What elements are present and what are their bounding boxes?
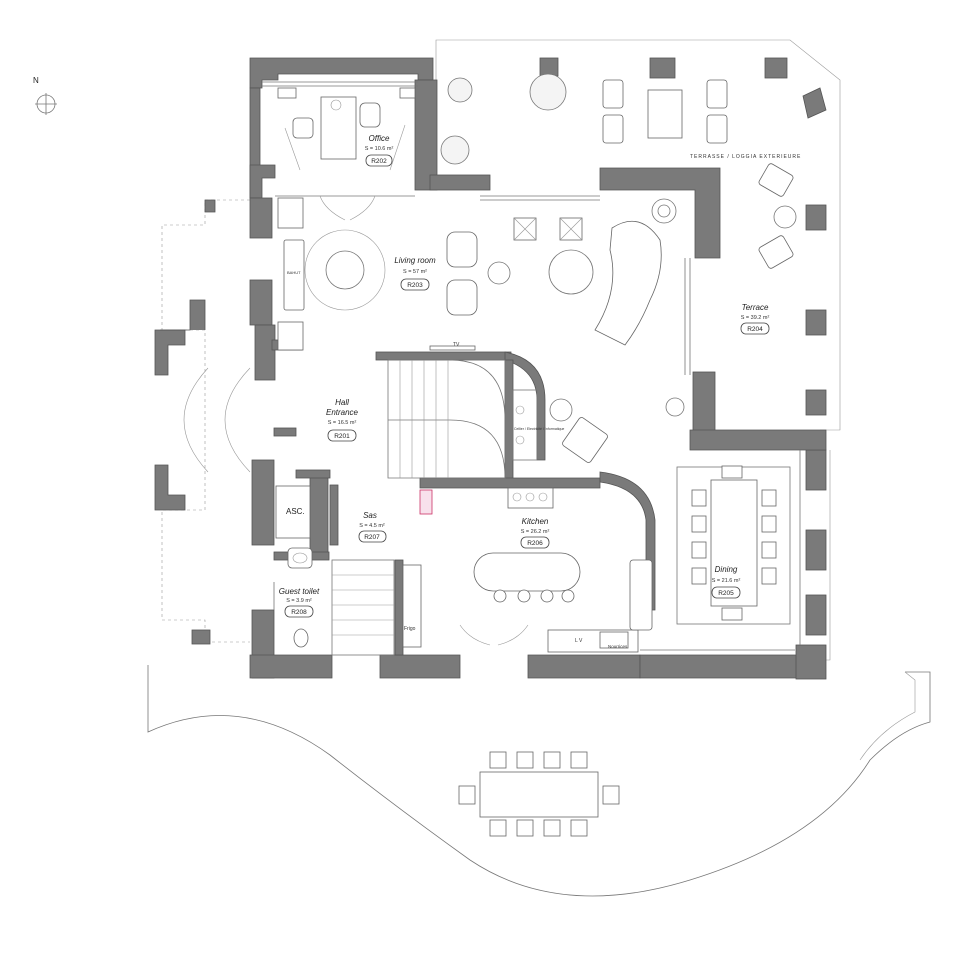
room-label-office: Office S = 10.6 m² R202	[365, 134, 394, 167]
living-furniture	[277, 197, 685, 417]
room-label-terrace: Terrace S = 39.2 m² R204	[740, 303, 770, 335]
cellier-closet: Cellier / Electricité / Informatique	[512, 389, 564, 461]
svg-text:Living room: Living room	[394, 256, 436, 265]
room-label-living: Living room S = 57 m² R203	[394, 256, 436, 291]
svg-text:S = 16.5 m²: S = 16.5 m²	[328, 420, 357, 426]
kitchen-furniture: L V Nourrices	[459, 487, 653, 653]
loggia-label: TERRASSE / LOGGIA EXTERIEURE	[690, 154, 801, 160]
svg-text:S = 3.9 m²: S = 3.9 m²	[286, 598, 312, 604]
nourrices-label: Nourrices	[608, 644, 628, 649]
svg-text:S = 39.2 m²: S = 39.2 m²	[741, 315, 770, 321]
svg-text:R202: R202	[371, 158, 387, 165]
frigo-label: Frigo	[404, 626, 416, 632]
elevator-label: ASC.	[286, 507, 305, 516]
loggia-furniture	[440, 73, 797, 269]
svg-text:R208: R208	[291, 609, 307, 616]
svg-text:S = 4.5 m²: S = 4.5 m²	[359, 523, 385, 529]
garden-terrace-outline	[147, 665, 931, 897]
svg-text:R206: R206	[527, 540, 543, 547]
svg-text:S = 26.2 m²: S = 26.2 m²	[521, 529, 550, 535]
room-label-sas: Sas S = 4.5 m² R207	[358, 511, 387, 543]
svg-text:Kitchen: Kitchen	[522, 517, 549, 526]
bahut-label: BAHUT	[287, 270, 301, 275]
svg-text:R207: R207	[364, 534, 380, 541]
elevator: ASC.	[275, 485, 311, 539]
compass-north-label: N	[33, 76, 39, 85]
svg-text:Hall: Hall	[335, 398, 349, 407]
svg-text:Terrace: Terrace	[742, 303, 769, 312]
svg-text:R205: R205	[718, 590, 734, 597]
guest-toilet-furniture	[287, 547, 313, 648]
cellier-label: Cellier / Electricité / Informatique	[514, 427, 564, 431]
loggia-outline	[435, 39, 841, 431]
svg-text:S = 57 m²: S = 57 m²	[403, 269, 427, 275]
staircase: TV	[387, 342, 506, 479]
exterior-walls	[154, 57, 827, 680]
hall-armchairs	[549, 398, 608, 463]
room-label-kitchen: Kitchen S = 26.2 m² R206	[520, 517, 550, 549]
svg-text:Dining: Dining	[715, 565, 738, 574]
garden-table	[458, 751, 620, 837]
service-stair: Frigo	[331, 489, 433, 656]
office-furniture	[277, 87, 416, 221]
svg-text:R203: R203	[407, 282, 423, 289]
west-porch	[161, 199, 251, 643]
interior-walls	[271, 339, 656, 656]
svg-text:Entrance: Entrance	[326, 408, 359, 417]
lv-label: L V	[575, 638, 583, 644]
svg-text:S = 10.6 m²: S = 10.6 m²	[365, 146, 394, 152]
room-label-hall: Hall Entrance S = 16.5 m² R201	[326, 398, 359, 442]
svg-text:Sas: Sas	[363, 511, 377, 520]
room-label-toilet: Guest toilet S = 3.9 m² R208	[279, 587, 320, 618]
room-label-dining: Dining S = 21.6 m² R205	[711, 565, 741, 599]
svg-text:R204: R204	[747, 326, 763, 333]
svg-text:S = 21.6 m²: S = 21.6 m²	[712, 578, 741, 584]
window-lines	[262, 81, 801, 651]
tv-label: TV	[453, 342, 460, 348]
compass: N	[33, 76, 57, 115]
dining-furniture	[676, 465, 791, 625]
svg-text:Office: Office	[369, 134, 390, 143]
svg-text:Guest toilet: Guest toilet	[279, 587, 320, 596]
svg-text:R201: R201	[334, 433, 350, 440]
